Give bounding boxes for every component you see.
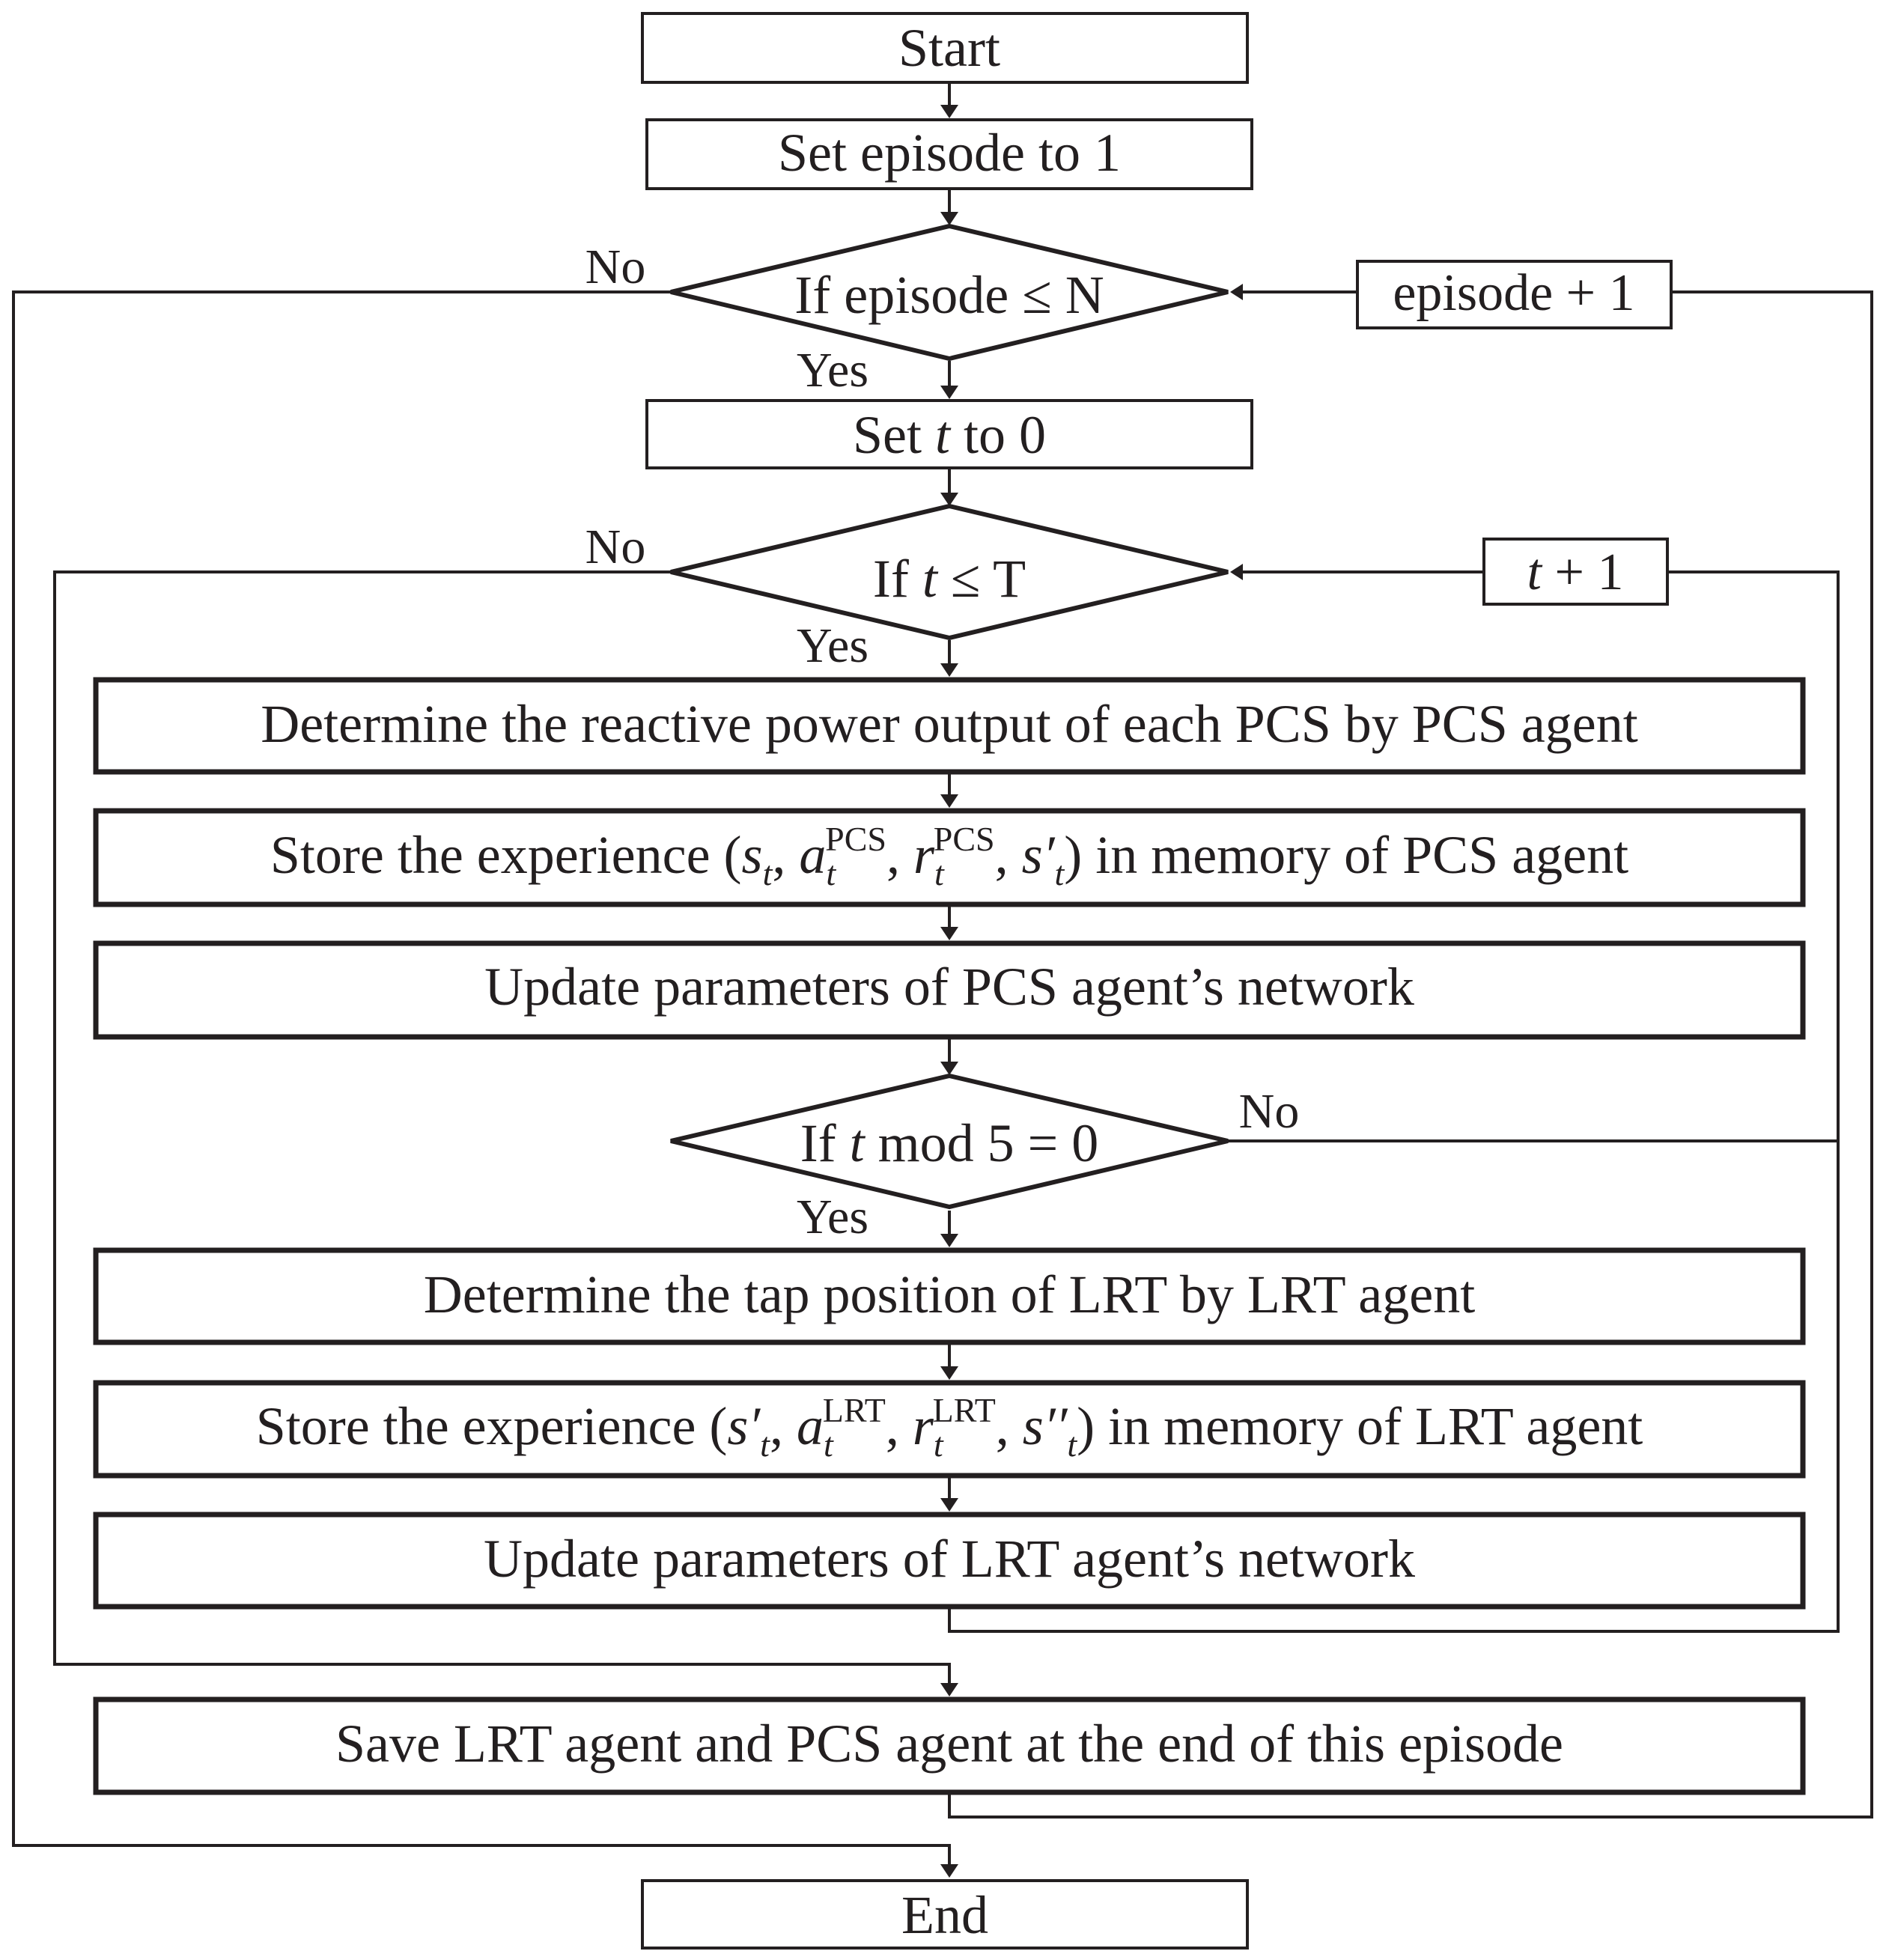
end-node: End [641, 1879, 1249, 1950]
lrt-store-node: Store the experience (s′t, atLRT, rtLRT,… [93, 1380, 1806, 1479]
set-episode-node: Set episode to 1 [645, 118, 1253, 190]
lrt-store-label: Store the experience (s′t, atLRT, rtLRT,… [256, 1391, 1643, 1464]
pcs-store-node: Store the experience (st, atPCS, rtPCS, … [93, 808, 1806, 907]
mod-decision-label: If t mod 5 = 0 [800, 1113, 1099, 1173]
end-label: End [901, 1885, 988, 1945]
mod-yes-label: Yes [797, 1190, 869, 1244]
pcs-store-label: Store the experience (st, atPCS, rtPCS, … [270, 820, 1628, 892]
set-t-label: Set t to 0 [853, 405, 1046, 465]
episode-decision-label: If episode ≤ N [794, 265, 1104, 325]
t-decision-label: If t ≤ T [873, 549, 1026, 609]
t-no-label: No [585, 520, 646, 574]
pcs-determine-node: Determine the reactive power output of e… [93, 677, 1806, 775]
lrt-determine-label: Determine the tap position of LRT by LRT… [424, 1264, 1475, 1324]
t-decision: If t ≤ T [670, 503, 1229, 641]
mod-decision: If t mod 5 = 0 [670, 1073, 1229, 1210]
pcs-update-node: Update parameters of PCS agent’s network [93, 940, 1806, 1040]
episode-decision: If episode ≤ N [670, 223, 1229, 362]
pcs-update-label: Update parameters of PCS agent’s network [484, 957, 1414, 1017]
start-label: Start [898, 18, 1000, 78]
connectors [12, 82, 1873, 1878]
set-t-node: Set t to 0 [645, 399, 1253, 469]
save-node: Save LRT agent and PCS agent at the end … [93, 1696, 1806, 1795]
t-yes-label: Yes [797, 618, 869, 673]
save-label: Save LRT agent and PCS agent at the end … [335, 1714, 1563, 1774]
set-episode-label: Set episode to 1 [778, 123, 1121, 183]
pcs-determine-label: Determine the reactive power output of e… [261, 694, 1638, 754]
mod-no-label: No [1239, 1084, 1300, 1139]
lrt-determine-node: Determine the tap position of LRT by LRT… [93, 1247, 1806, 1345]
episode-increment-node: episode + 1 [1356, 260, 1673, 329]
lrt-update-label: Update parameters of LRT agent’s network [484, 1529, 1415, 1589]
start-node: Start [641, 12, 1249, 84]
lrt-update-node: Update parameters of LRT agent’s network [93, 1512, 1806, 1610]
episode-no-label: No [585, 240, 646, 294]
episode-yes-label: Yes [797, 343, 869, 398]
t-increment-node: t + 1 [1482, 538, 1669, 606]
t-increment-label: t + 1 [1527, 544, 1624, 601]
episode-increment-label: episode + 1 [1393, 264, 1634, 322]
